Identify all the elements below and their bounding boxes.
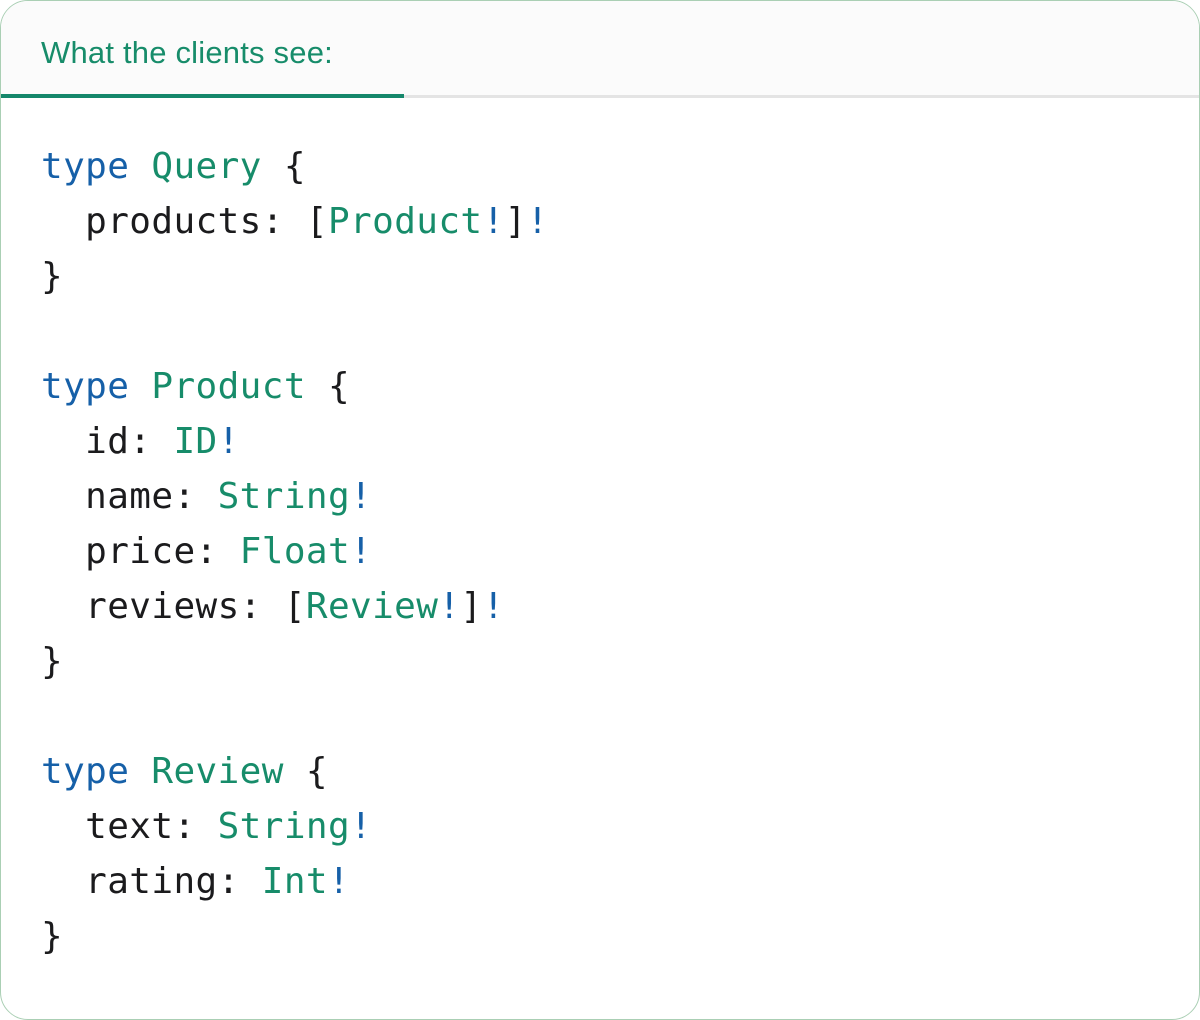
tab-clients-view[interactable]: What the clients see: [1,1,404,98]
code-token-kw: type [41,366,130,407]
code-line [41,304,1159,359]
code-token-plain: price: [41,531,240,572]
code-token-plain: ] [460,586,483,627]
code-token-bang: ! [350,531,373,572]
code-token-bang: ! [482,586,505,627]
code-token-plain: name: [41,476,218,517]
code-token-type: String [217,806,351,847]
code-token-plain: text: [41,806,218,847]
code-token-type: Product [151,366,306,407]
code-token-kw: type [41,751,130,792]
code-token-plain: { [283,751,328,792]
code-token-bang: ! [327,861,351,902]
code-line: text: String! [41,799,1159,854]
code-token-type: Int [261,861,328,902]
code-token-type: Float [239,531,351,572]
code-token-plain: { [261,146,306,187]
code-token-type: Query [151,146,262,187]
tab-label: What the clients see: [41,34,333,70]
active-tab-underline [1,94,404,98]
code-token-plain: } [41,256,64,297]
code-token-plain [129,751,151,792]
code-line [41,689,1159,744]
code-token-bang: ! [482,201,505,242]
code-line: } [41,909,1159,964]
code-token-bang: ! [350,806,373,847]
code-line: id: ID! [41,414,1159,469]
code-token-plain: { [305,366,351,407]
code-token-bang: ! [350,476,373,517]
code-token-plain [129,146,151,187]
code-token-plain: ] [504,201,527,242]
code-token-bang: ! [438,586,461,627]
code-token-plain [129,366,151,407]
code-token-plain: } [41,641,64,682]
code-line: name: String! [41,469,1159,524]
code-token-plain: id: [41,421,174,462]
code-token-plain: } [41,916,64,957]
code-token-type: Review [151,751,284,792]
panel-header: What the clients see: [1,1,1199,98]
code-token-plain: reviews: [ [41,586,306,627]
schema-code-block: type Query { products: [Product!]!} type… [1,98,1199,964]
code-token-bang: ! [526,201,549,242]
code-token-type: Product [327,201,483,242]
code-line: products: [Product!]! [41,194,1159,249]
code-line: } [41,634,1159,689]
code-token-type: ID [173,421,218,462]
code-line: } [41,249,1159,304]
code-token-bang: ! [217,421,240,462]
code-line: reviews: [Review!]! [41,579,1159,634]
header-divider [1,95,1199,98]
code-line: rating: Int! [41,854,1159,909]
code-line: type Review { [41,744,1159,799]
code-token-plain: products: [ [41,201,328,242]
code-token-type: Review [305,586,439,627]
code-line: type Query { [41,139,1159,194]
code-line: price: Float! [41,524,1159,579]
code-token-type: String [217,476,351,517]
code-token-plain: rating: [41,861,262,902]
code-token-kw: type [41,146,130,187]
code-line: type Product { [41,359,1159,414]
